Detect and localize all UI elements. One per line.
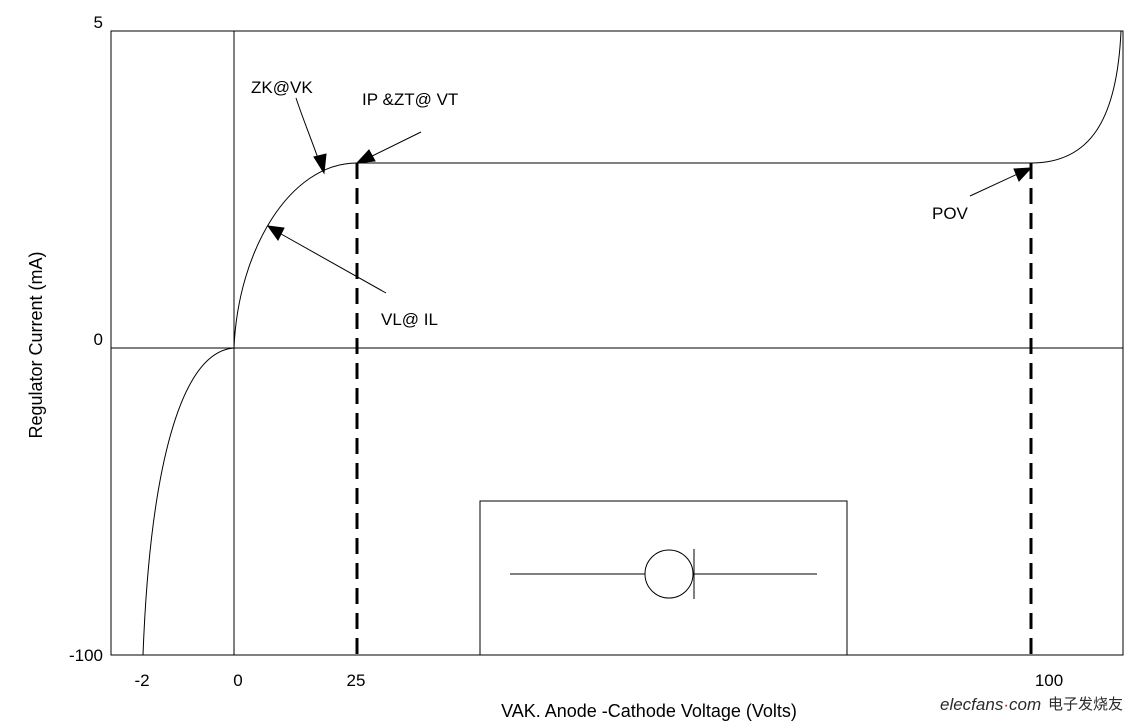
annotation-zk-vk: ZK@VK [251,78,313,97]
arrow-pov [969,170,1025,197]
x-tick-label: 100 [1035,671,1063,690]
watermark-suffix: com [1009,695,1041,714]
annotation-arrows [266,97,1033,294]
x-tick-label: -2 [134,671,149,690]
y-tick-label: 0 [94,330,103,349]
y-tick-label: 5 [94,13,103,32]
y-axis-label: Regulator Current (mA) [26,251,46,438]
arrowhead-ip [355,149,376,164]
watermark-cn: 电子发烧友 [1048,696,1123,713]
x-tick-label: 0 [233,671,242,690]
inset-regulator-diode-symbol [479,500,848,656]
annotation-pov: POV [932,204,969,223]
arrowhead-zk [313,153,327,175]
arrow-vl [273,229,387,294]
diode-body [644,549,694,599]
watermark-brand-name: elecfans [940,695,1004,714]
y-tick-label: -100 [69,646,103,665]
x-axis-label: VAK. Anode -Cathode Voltage (Volts) [501,701,797,721]
arrowhead-pov [1013,167,1033,182]
annotation-ip-zt-vt: IP &ZT@ VT [362,90,458,109]
watermark-dot: · [1003,695,1009,714]
watermark-brand: elecfans·com [940,695,1041,714]
arrowhead-vl [266,225,285,241]
x-tick-label: 25 [347,671,366,690]
annotation-vl-il: VL@ IL [381,310,438,329]
regulator-characteristic-curve [142,30,1122,656]
watermark-logo: elecfans·com 电子发烧友 [940,695,1123,714]
